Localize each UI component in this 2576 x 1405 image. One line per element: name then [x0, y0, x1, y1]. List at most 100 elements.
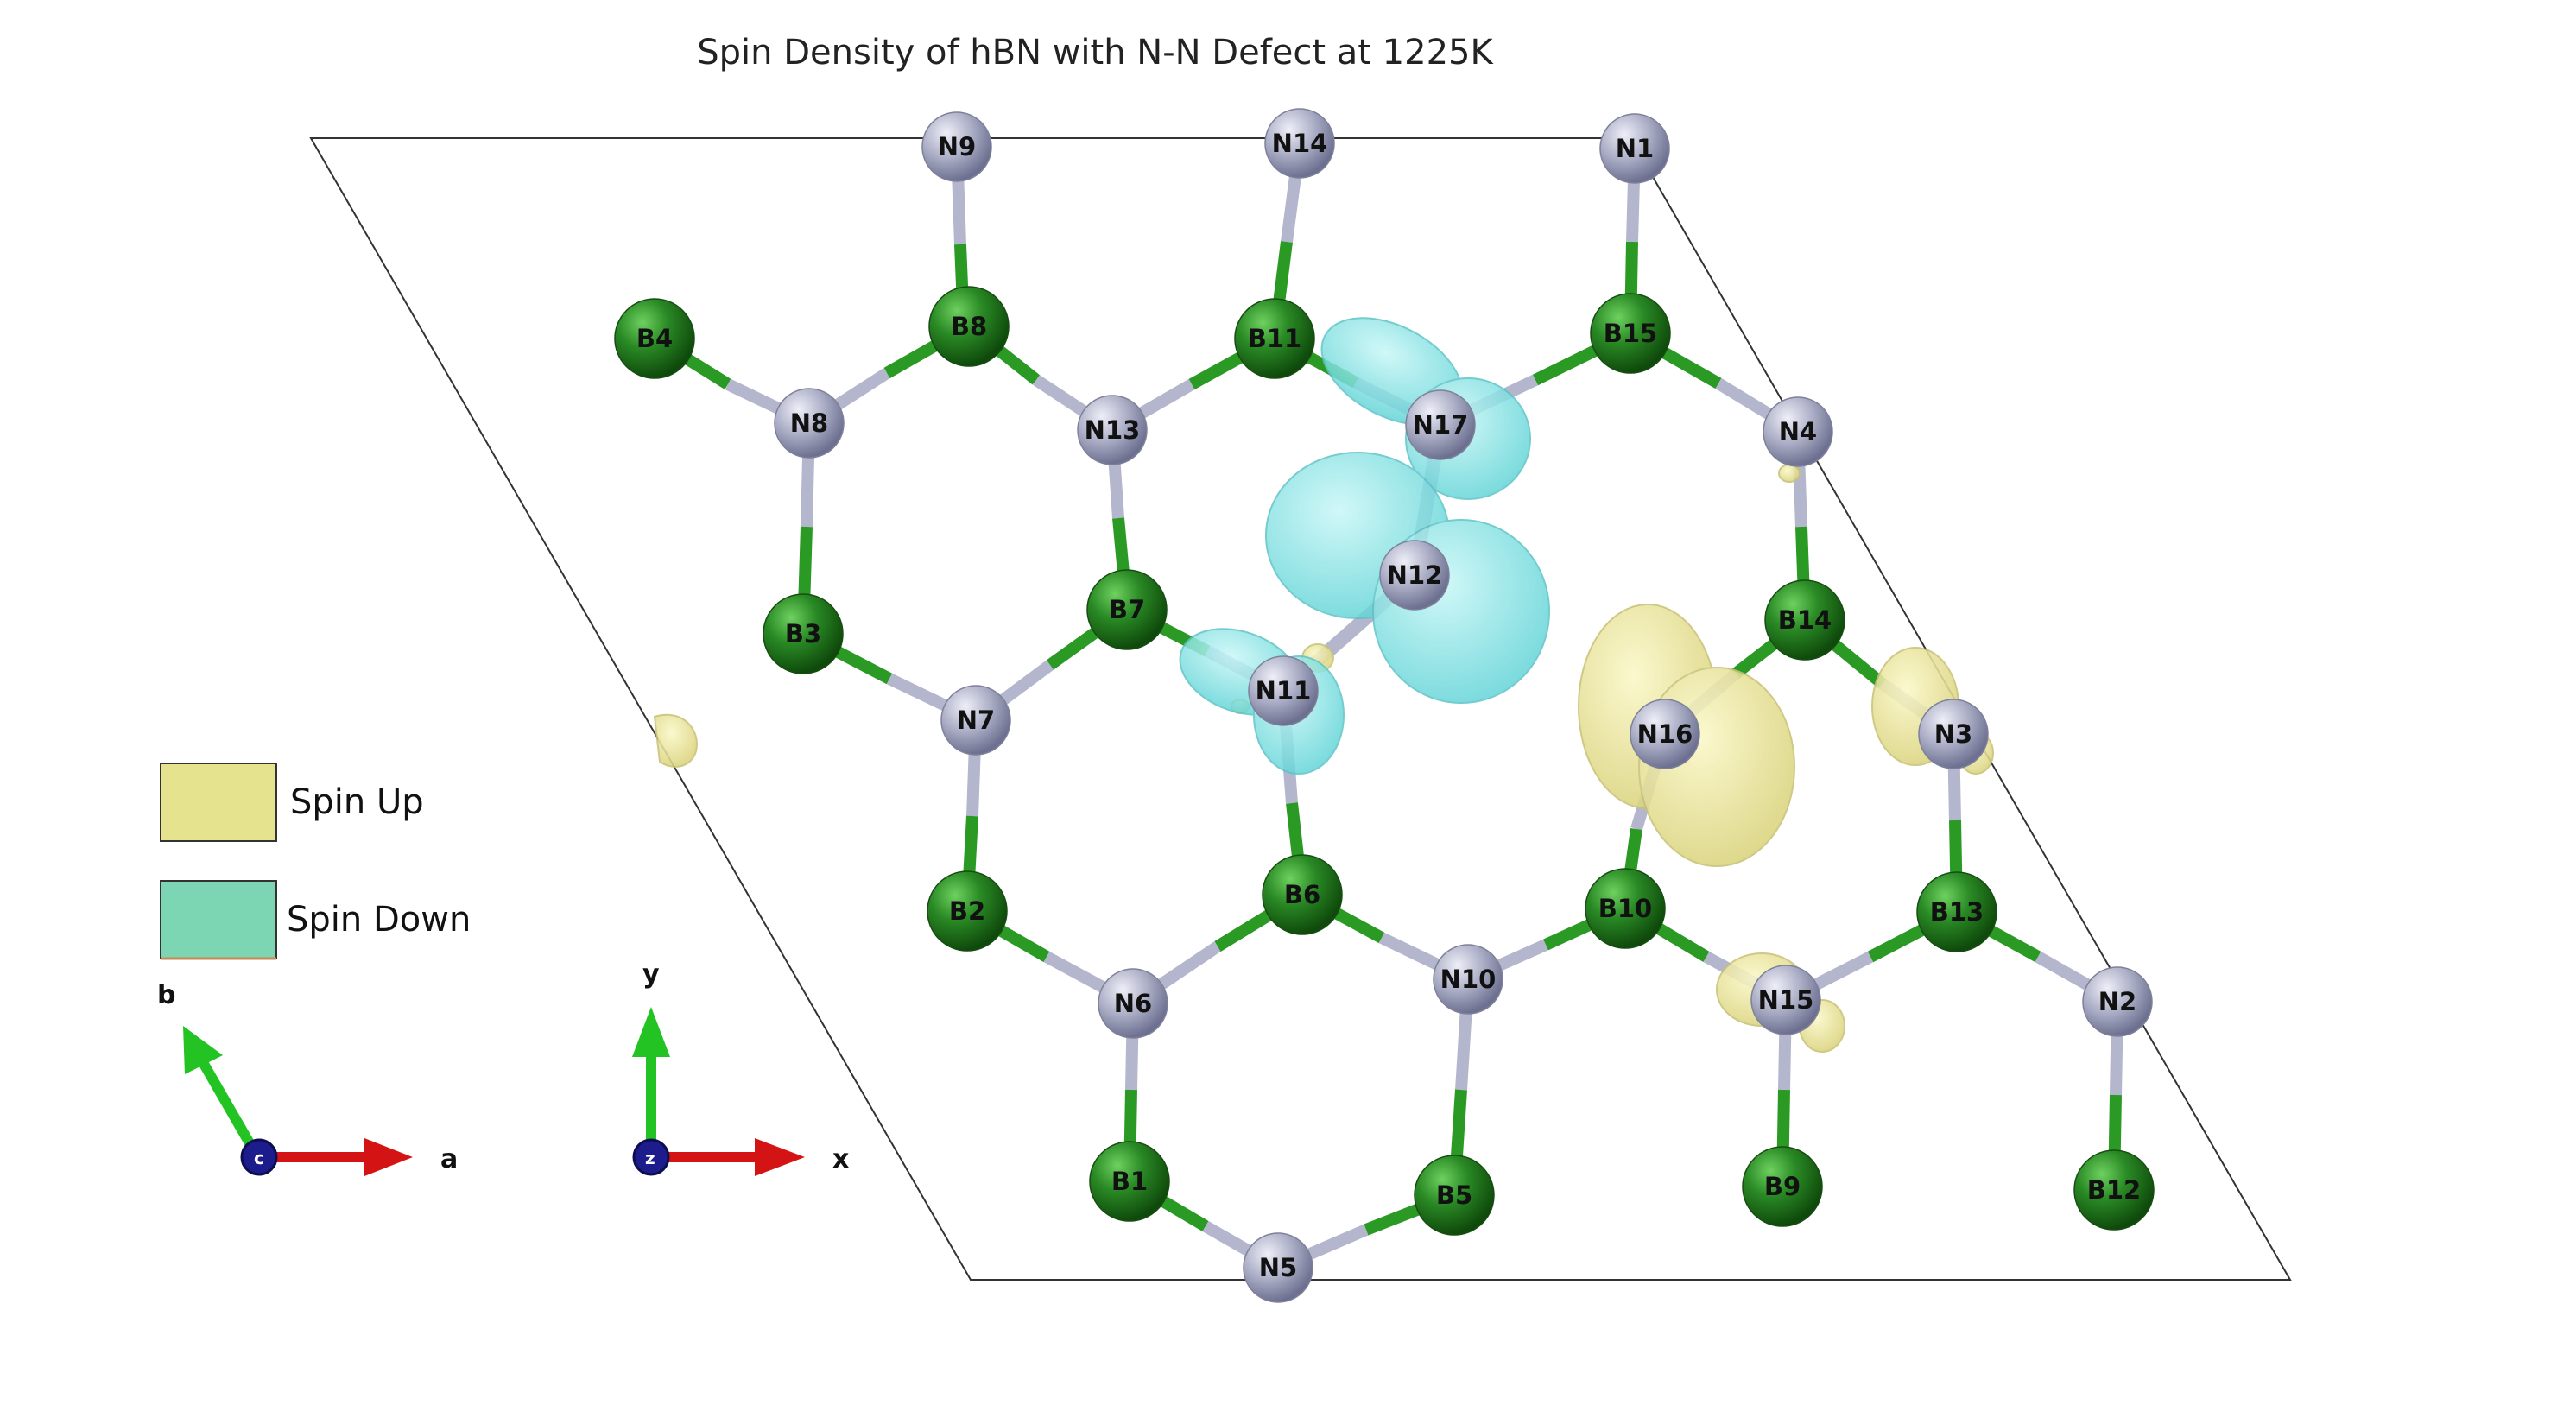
atom-label: N12	[1387, 560, 1443, 590]
cartesian-axes-triad: x y z	[632, 959, 849, 1176]
atom-sphere	[921, 111, 992, 182]
axis-label-z: z	[645, 1148, 655, 1168]
atom-b2: B2	[927, 870, 1008, 952]
atom-sphere	[928, 286, 1010, 367]
atom-b4: B4	[614, 298, 695, 379]
atom-n9: N9	[921, 111, 992, 182]
atom-label: B4	[636, 324, 673, 353]
atom-n16: N16	[1630, 699, 1700, 769]
atom-sphere	[1086, 569, 1168, 650]
axis-label-c: c	[254, 1148, 264, 1168]
atom-sphere	[2082, 966, 2153, 1037]
atom-label: B3	[785, 619, 821, 649]
atom-sphere	[2073, 1149, 2155, 1231]
legend-label-spin-up: Spin Up	[290, 782, 424, 822]
atom-b14: B14	[1764, 579, 1845, 661]
atom-label: N5	[1259, 1253, 1297, 1282]
atom-n2: N2	[2082, 966, 2153, 1037]
atom-b15: B15	[1590, 293, 1671, 374]
atom-b1: B1	[1089, 1141, 1170, 1222]
atom-label: B12	[2087, 1175, 2141, 1205]
atom-sphere	[774, 388, 845, 459]
atom-b6: B6	[1262, 854, 1343, 935]
atom-label: B5	[1436, 1180, 1472, 1210]
atom-sphere	[1916, 871, 1997, 952]
atom-n6: N6	[1098, 968, 1168, 1039]
atom-n10: N10	[1433, 944, 1503, 1015]
atom-sphere	[1630, 699, 1700, 769]
atom-label: B7	[1109, 595, 1145, 624]
atom-label: N9	[938, 132, 976, 161]
atom-sphere	[1742, 1146, 1823, 1227]
atom-n8: N8	[774, 388, 845, 459]
atom-sphere	[1763, 396, 1833, 467]
atom-sphere	[763, 593, 844, 674]
atom-label: N1	[1616, 134, 1654, 163]
atom-b5: B5	[1414, 1155, 1495, 1236]
atom-n11: N11	[1248, 655, 1319, 726]
atom-sphere	[1234, 298, 1315, 379]
atom-sphere	[1405, 389, 1476, 460]
atom-label: B10	[1598, 894, 1652, 923]
atom-sphere	[1433, 944, 1503, 1015]
c-axis-end-icon	[240, 1138, 278, 1176]
atom-sphere	[1264, 108, 1335, 179]
atom-label: B9	[1764, 1172, 1801, 1201]
atom-label: N13	[1085, 415, 1141, 445]
atom-label: N8	[790, 408, 828, 438]
atom-b13: B13	[1916, 871, 1997, 952]
atom-label: B11	[1248, 324, 1301, 353]
atom-b11: B11	[1234, 298, 1315, 379]
atom-label: N17	[1413, 410, 1469, 440]
lattice-axes-triad: a b c	[157, 980, 458, 1176]
atom-b7: B7	[1086, 569, 1168, 650]
atom-n7: N7	[940, 685, 1011, 756]
atom-n17: N17	[1405, 389, 1476, 460]
atom-sphere	[1089, 1141, 1170, 1222]
atom-label: B1	[1111, 1167, 1148, 1196]
atom-sphere	[940, 685, 1011, 756]
atom-label: B15	[1604, 319, 1657, 348]
atom-label: N6	[1114, 989, 1152, 1018]
atom-label: B6	[1284, 880, 1320, 909]
atom-label: N4	[1779, 417, 1817, 446]
atom-sphere	[1750, 965, 1821, 1035]
atom-sphere	[1262, 854, 1343, 935]
atom-sphere	[1599, 113, 1670, 184]
atom-b12: B12	[2073, 1149, 2155, 1231]
atom-n5: N5	[1243, 1232, 1313, 1303]
atom-label: N7	[957, 706, 995, 735]
atom-b8: B8	[928, 286, 1010, 367]
atom-b10: B10	[1585, 868, 1666, 949]
legend-swatch-spin-up	[160, 763, 277, 842]
atom-sphere	[1918, 699, 1989, 769]
atom-label: N11	[1256, 676, 1312, 706]
atom-sphere	[1414, 1155, 1495, 1236]
atom-label: B2	[949, 896, 985, 926]
atom-label: N14	[1272, 129, 1328, 158]
atom-b3: B3	[763, 593, 844, 674]
atom-b9: B9	[1742, 1146, 1823, 1227]
atom-label: N10	[1440, 965, 1497, 994]
atom-sphere	[1243, 1232, 1313, 1303]
atom-sphere	[1585, 868, 1666, 949]
chart-title: Spin Density of hBN with N-N Defect at 1…	[697, 33, 1494, 73]
legend: Spin Up Spin Down	[160, 763, 471, 960]
z-axis-end-icon	[632, 1138, 670, 1176]
legend-label-spin-down: Spin Down	[287, 900, 471, 940]
atom-label: N3	[1934, 719, 1972, 749]
atom-n15: N15	[1750, 965, 1821, 1035]
atom-n12: N12	[1379, 540, 1450, 611]
atom-n14: N14	[1264, 108, 1335, 179]
atom-sphere	[1590, 293, 1671, 374]
axis-label-x: x	[832, 1144, 849, 1174]
atom-label: N15	[1758, 985, 1814, 1015]
atom-sphere	[1077, 395, 1148, 465]
atom-sphere	[1379, 540, 1450, 611]
axis-label-a: a	[440, 1144, 458, 1174]
atom-label: N16	[1637, 719, 1693, 749]
atom-n13: N13	[1077, 395, 1148, 465]
axis-label-b: b	[157, 980, 175, 1010]
